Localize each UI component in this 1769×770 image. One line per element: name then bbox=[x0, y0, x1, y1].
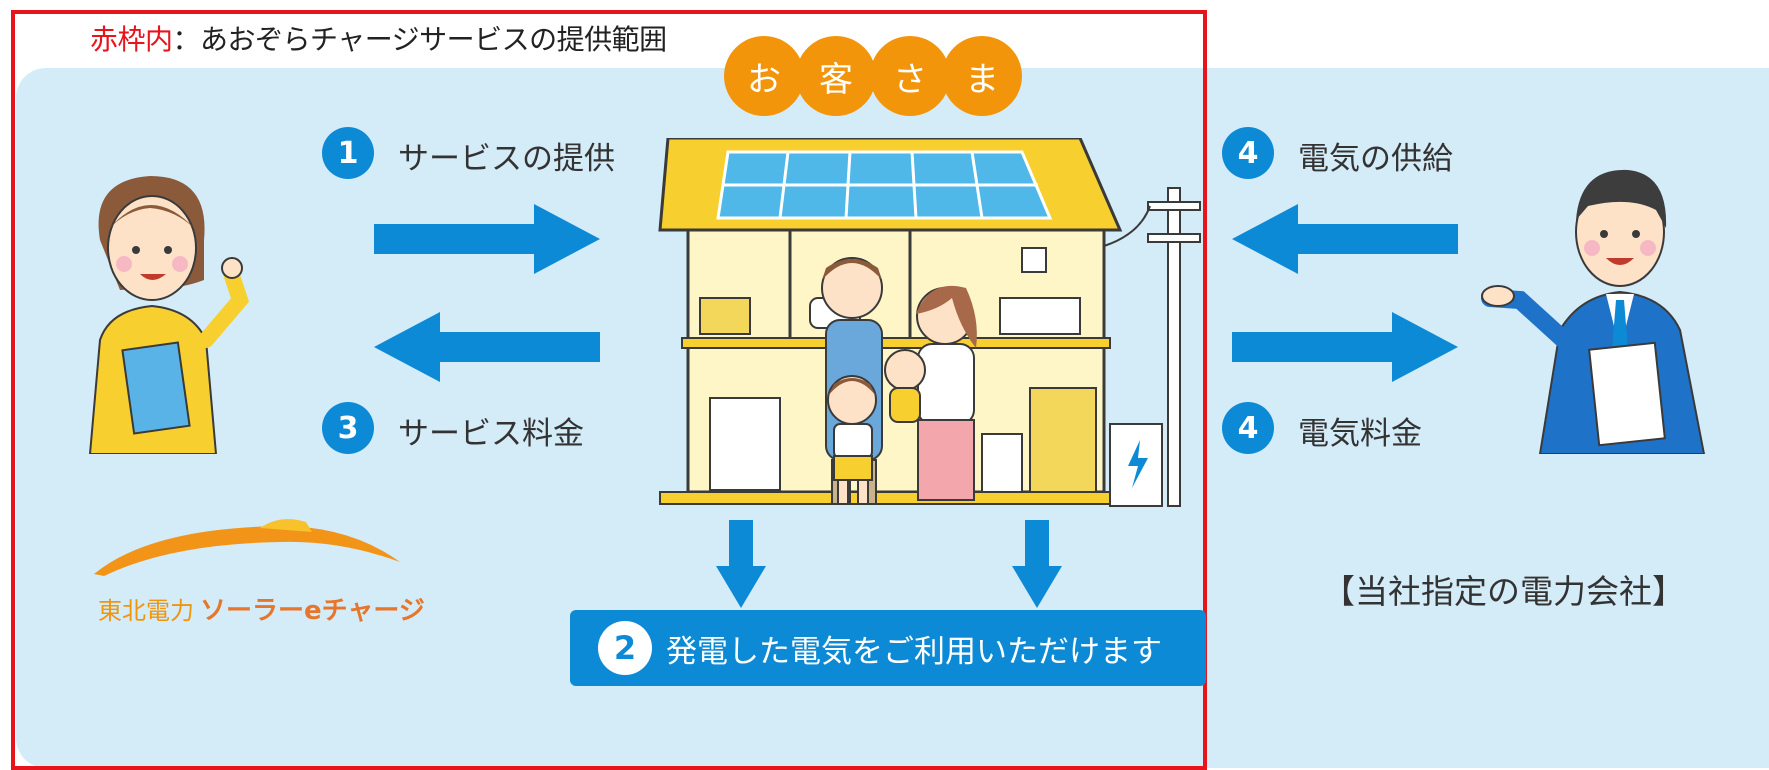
customer-bubble-3: さ bbox=[870, 36, 950, 116]
step-4-fee-label: 電気料金 bbox=[1298, 416, 1422, 452]
step-2-label: 発電した電気をご利用いただけます bbox=[666, 633, 1162, 670]
arrow-right-service bbox=[374, 204, 600, 274]
step-1-label: サービスの提供 bbox=[398, 141, 615, 177]
step-1-badge: 1 bbox=[322, 127, 374, 179]
legend-red-label: 赤枠内 bbox=[90, 23, 173, 56]
logo-product: ソーラーeチャージ bbox=[200, 596, 425, 626]
arrow-down-left bbox=[716, 520, 766, 608]
step-4-fee-badge: 4 bbox=[1222, 402, 1274, 454]
power-company-person-illustration bbox=[1481, 169, 1706, 454]
arrow-right-payment bbox=[1232, 312, 1458, 382]
step-3-badge: 3 bbox=[322, 402, 374, 454]
step-4-supply-label: 電気の供給 bbox=[1298, 141, 1453, 177]
customer-bubble-1: お bbox=[724, 36, 804, 116]
step-4-supply-badge: 4 bbox=[1222, 127, 1274, 179]
step-2-banner: 2 発電した電気をご利用いただけます bbox=[570, 610, 1206, 686]
arrow-down-right bbox=[1012, 520, 1062, 608]
solar-echarge-logo: 東北電力ソーラーeチャージ bbox=[98, 590, 425, 627]
arrow-left-fee bbox=[374, 312, 600, 382]
solar-echarge-logo-swoosh bbox=[94, 519, 400, 576]
service-provider-person-illustration bbox=[88, 176, 250, 454]
legend-text: ：あおぞらチャージサービスの提供範囲 bbox=[172, 23, 668, 56]
customer-bubble-4: ま bbox=[942, 36, 1022, 116]
arrow-left-supply bbox=[1232, 204, 1458, 274]
customer-bubble-2: 客 bbox=[796, 36, 876, 116]
power-company-label: 【当社指定の電力会社】 bbox=[1322, 572, 1685, 611]
logo-brand: 東北電力 bbox=[98, 597, 194, 625]
step-3-label: サービス料金 bbox=[398, 416, 584, 452]
step-2-badge: 2 bbox=[598, 621, 652, 675]
scope-legend: 赤枠内：あおぞらチャージサービスの提供範囲 bbox=[90, 18, 667, 58]
house-illustration bbox=[658, 138, 1201, 507]
